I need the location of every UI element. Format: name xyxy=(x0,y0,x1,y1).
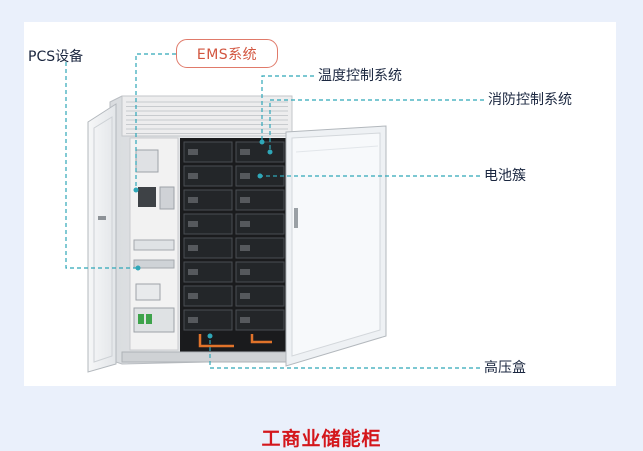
module-handle xyxy=(188,173,198,179)
terminal-row xyxy=(133,239,175,251)
battery-module xyxy=(235,285,285,307)
leader-pcs xyxy=(65,62,138,269)
label-fire: 消防控制系统 xyxy=(488,92,572,108)
battery-module xyxy=(183,189,233,211)
green-terminal xyxy=(146,314,152,324)
module-handle xyxy=(188,293,198,299)
module-handle xyxy=(240,269,250,275)
left-door xyxy=(87,103,117,373)
battery-module xyxy=(235,261,285,283)
module-handle xyxy=(188,197,198,203)
battery-module xyxy=(235,237,285,259)
label-pcs: PCS设备 xyxy=(28,49,84,65)
module-handle xyxy=(188,269,198,275)
module-handle xyxy=(240,245,250,251)
battery-module xyxy=(183,237,233,259)
door-handle xyxy=(294,208,298,228)
battery-modules xyxy=(183,141,285,331)
module-handle xyxy=(240,149,250,155)
caption-title: 工商业储能柜 xyxy=(261,428,382,450)
module-handle xyxy=(240,293,250,299)
battery-module xyxy=(183,309,233,331)
cabinet-body xyxy=(109,95,293,365)
leader-hv xyxy=(209,336,480,369)
hv-cable xyxy=(198,334,272,348)
green-terminal xyxy=(138,314,144,324)
module-handle xyxy=(240,173,250,179)
leader-dots xyxy=(133,139,273,339)
vent-slats xyxy=(126,101,288,134)
pcs-unit xyxy=(135,149,159,173)
label-ems: EMS系统 xyxy=(196,46,258,63)
leader-fire xyxy=(269,99,484,152)
module-handle xyxy=(188,149,198,155)
battery-module xyxy=(235,189,285,211)
door-handle xyxy=(98,216,106,220)
label-battery: 电池簇 xyxy=(484,168,526,184)
ems-label-box: EMS系统 xyxy=(176,39,278,68)
leader-temp xyxy=(261,75,314,142)
diagram-panel: PCS设备 EMS系统 温度控制系统 消防控制系统 电池簇 高压盒 xyxy=(24,22,616,386)
battery-module xyxy=(235,213,285,235)
label-hv-box: 高压盒 xyxy=(484,360,526,376)
cabinet-base xyxy=(121,351,293,363)
label-temp: 温度控制系统 xyxy=(318,68,402,84)
battery-module xyxy=(183,213,233,235)
battery-module xyxy=(183,261,233,283)
module-handle xyxy=(188,221,198,227)
breaker-block xyxy=(138,187,156,207)
battery-module xyxy=(183,285,233,307)
ems-unit xyxy=(159,186,175,210)
terminal-row xyxy=(133,259,175,269)
module-handle xyxy=(240,197,250,203)
battery-module xyxy=(235,309,285,331)
battery-module xyxy=(183,141,233,163)
module-handle xyxy=(240,221,250,227)
leader-lines xyxy=(65,53,484,369)
cabinet-illustration xyxy=(65,53,484,373)
battery-module xyxy=(183,165,233,187)
right-door xyxy=(285,125,387,367)
module-handle xyxy=(240,317,250,323)
module-handle xyxy=(188,317,198,323)
switch-block xyxy=(135,283,161,301)
module-handle xyxy=(188,245,198,251)
